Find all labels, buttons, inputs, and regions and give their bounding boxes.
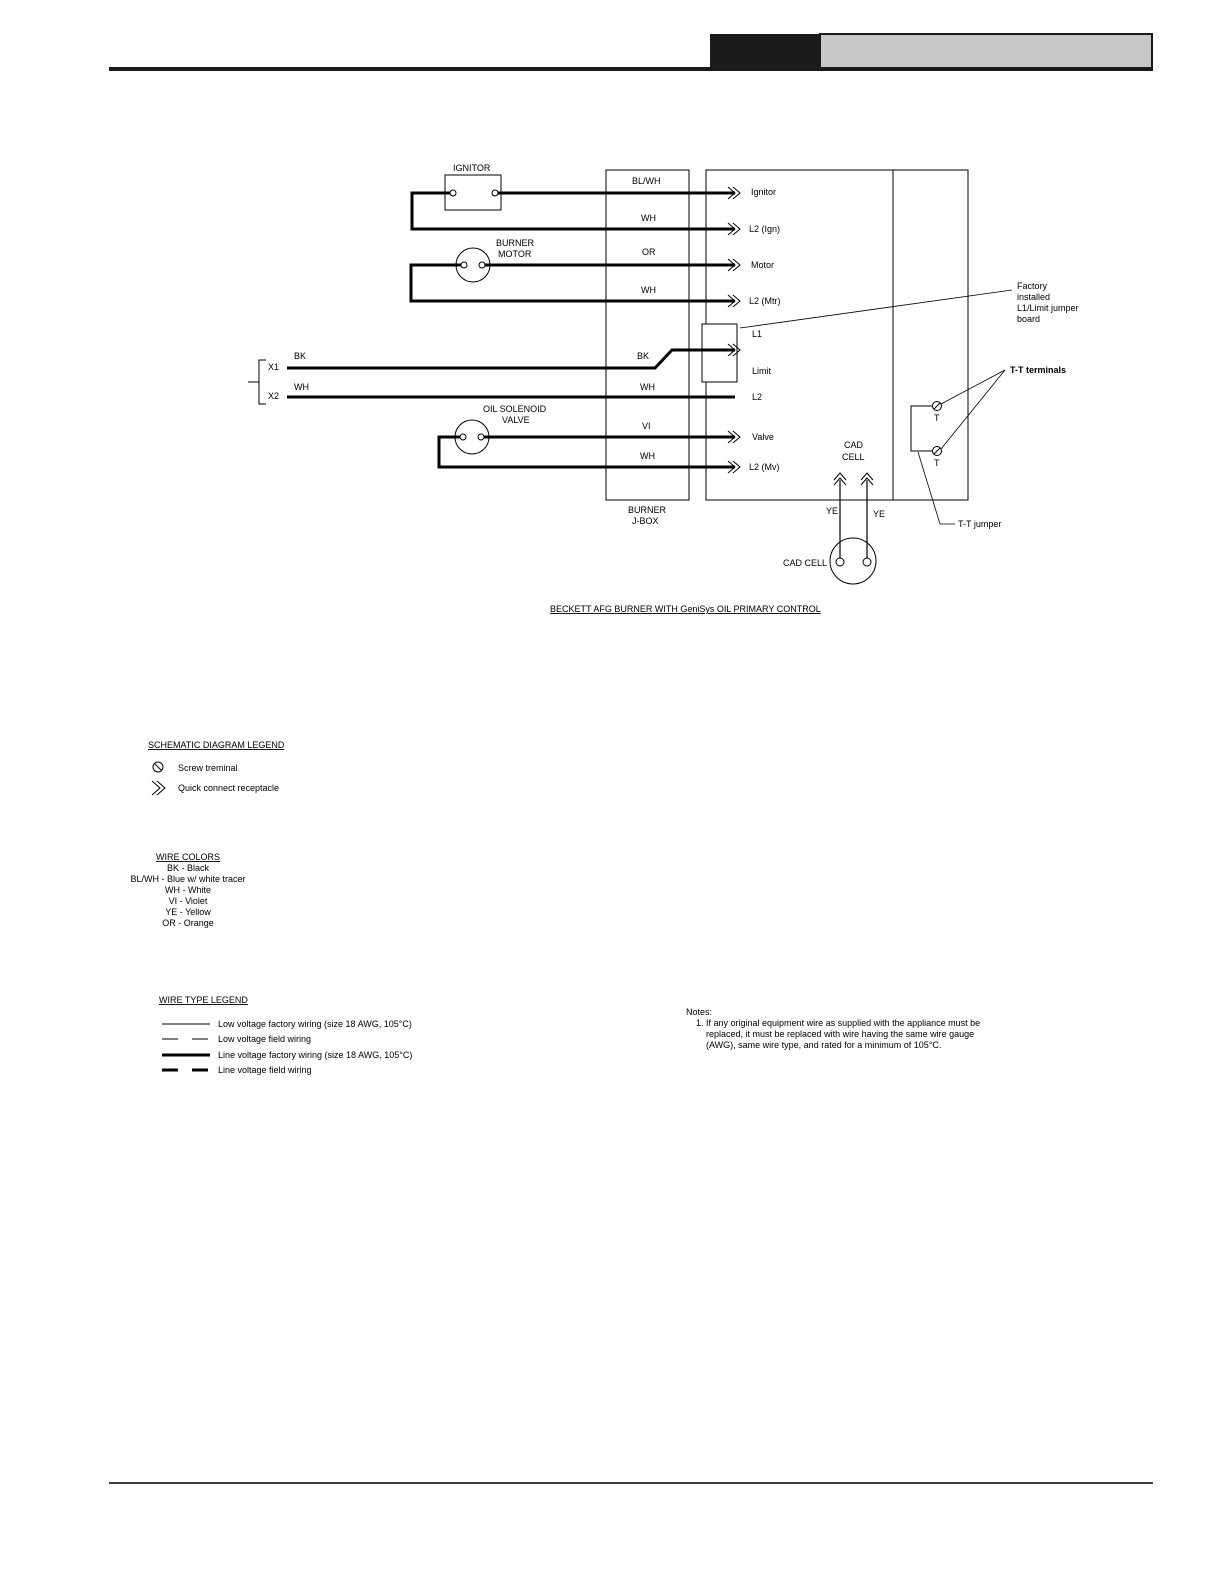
wire-bk (287, 348, 735, 370)
jbox-wh-1: WH (641, 213, 656, 223)
wire-color-vi: VI - Violet (169, 896, 208, 906)
terminal-ignitor: Ignitor (751, 187, 776, 197)
oil-valve-label-2: VALVE (502, 415, 530, 425)
diagram-caption: BECKETT AFG BURNER WITH GeniSys OIL PRIM… (550, 604, 821, 614)
terminal-l1: L1 (752, 329, 762, 339)
ignitor-label: IGNITOR (453, 163, 491, 173)
wire-color-or: OR - Orange (162, 918, 214, 928)
cad-cell (829, 537, 877, 585)
wh-label-left: WH (294, 382, 309, 392)
x1-label: X1 (268, 362, 279, 372)
screw-terminal-icon-slash (154, 763, 162, 771)
factory-note-3: L1/Limit jumper (1017, 303, 1079, 313)
wire-color-wh: WH - White (165, 885, 211, 895)
x2-label: X2 (268, 391, 279, 401)
leader-tt-jumper (917, 451, 955, 525)
factory-note-4: board (1017, 314, 1040, 324)
low-voltage-factory-label: Low voltage factory wiring (size 18 AWG,… (218, 1019, 412, 1029)
jbox-label-2: J-BOX (632, 516, 659, 526)
quick-connect-icons (727, 186, 741, 474)
x-bracket (258, 359, 266, 405)
terminal-valve: Valve (752, 432, 774, 442)
terminal-l2: L2 (752, 392, 762, 402)
terminal-motor: Motor (751, 260, 774, 270)
schematic-legend-title: SCHEMATIC DIAGRAM LEGEND (148, 740, 285, 750)
header-tab-dark (710, 34, 820, 68)
jbox-bk: BK (637, 351, 649, 361)
terminal-limit: Limit (752, 366, 772, 376)
wire-type-legend-title: WIRE TYPE LEGEND (159, 995, 248, 1005)
oil-valve-label-1: OIL SOLENOID (483, 404, 547, 414)
low-voltage-field-label: Low voltage field wiring (218, 1034, 311, 1044)
valve-terminal-right (477, 433, 485, 441)
tt-jumper-label: T-T jumper (958, 519, 1001, 529)
header-tab-light (819, 33, 1153, 69)
jbox-bl-wh: BL/WH (632, 176, 661, 186)
line-voltage-factory-label: Line voltage factory wiring (size 18 AWG… (218, 1050, 412, 1060)
cad-top-label-2: CELL (842, 452, 865, 462)
leader-factory-note (739, 289, 1013, 329)
ye-label-left: YE (826, 506, 838, 516)
header-rule (109, 67, 1153, 71)
jbox-vi: VI (642, 421, 651, 431)
cad-terminal-left (835, 557, 845, 567)
motor-terminal-right (478, 261, 486, 269)
tt-terminals-label: T-T terminals (1010, 365, 1066, 375)
t-label-bottom: T (934, 458, 940, 468)
line-voltage-field-label: Line voltage field wiring (218, 1065, 312, 1075)
factory-note-1: Factory (1017, 281, 1048, 291)
ignitor-terminal-right (491, 189, 499, 197)
wire-color-ye: YE - Yellow (165, 907, 211, 917)
jbox-wh-3: WH (640, 382, 655, 392)
jbox-wh-4: WH (640, 451, 655, 461)
burner-jbox (605, 169, 690, 501)
cad-quick-connect-icons (833, 472, 874, 486)
leader-tt-top (940, 369, 1006, 405)
burner-motor-label-1: BURNER (496, 238, 535, 248)
burner-motor-label-2: MOTOR (498, 249, 532, 259)
ye-label-right: YE (873, 509, 885, 519)
cad-terminal-right (862, 557, 872, 567)
cad-cell-label: CAD CELL (783, 558, 827, 568)
jbox-label-1: BURNER (628, 505, 667, 515)
leader-tt-bottom (940, 369, 1006, 450)
terminal-l2-ign: L2 (Ign) (749, 224, 780, 234)
jbox-wh-2: WH (641, 285, 656, 295)
tt-jumper-wire (910, 405, 935, 452)
ignitor-terminal-left (449, 189, 457, 197)
factory-note-2: installed (1017, 292, 1050, 302)
wire-color-bk: BK - Black (167, 863, 210, 873)
t-terminal-top-slash (933, 402, 941, 410)
wire-colors-title: WIRE COLORS (156, 852, 220, 862)
valve-terminal-left (459, 433, 467, 441)
motor-terminal-left (460, 261, 468, 269)
t-terminal-bottom-slash (933, 447, 941, 455)
notes-title: Notes: (686, 1007, 712, 1017)
jbox-or: OR (642, 247, 656, 257)
cad-top-label-1: CAD (844, 440, 864, 450)
terminal-l2-mv: L2 (Mv) (749, 462, 780, 472)
wire-ignitor-return (410, 191, 735, 231)
wire-valve-return (437, 435, 735, 469)
notes-line-1: 1. If any original equipment wire as sup… (696, 1018, 980, 1028)
screw-terminal-label: Screw treminal (178, 763, 238, 773)
wire-color-bl-wh: BL/WH - Blue w/ white tracer (130, 874, 245, 884)
bk-label-left: BK (294, 351, 306, 361)
quick-connect-label: Quick connect receptacle (178, 783, 279, 793)
notes-line-3: (AWG), same wire type, and rated for a m… (706, 1040, 941, 1050)
notes-line-2: replaced, it must be replaced with wire … (706, 1029, 974, 1039)
quick-connect-icon (151, 780, 166, 796)
wire-motor-return (409, 263, 735, 303)
terminal-l2-mtr: L2 (Mtr) (749, 296, 781, 306)
t-label-top: T (934, 413, 940, 423)
